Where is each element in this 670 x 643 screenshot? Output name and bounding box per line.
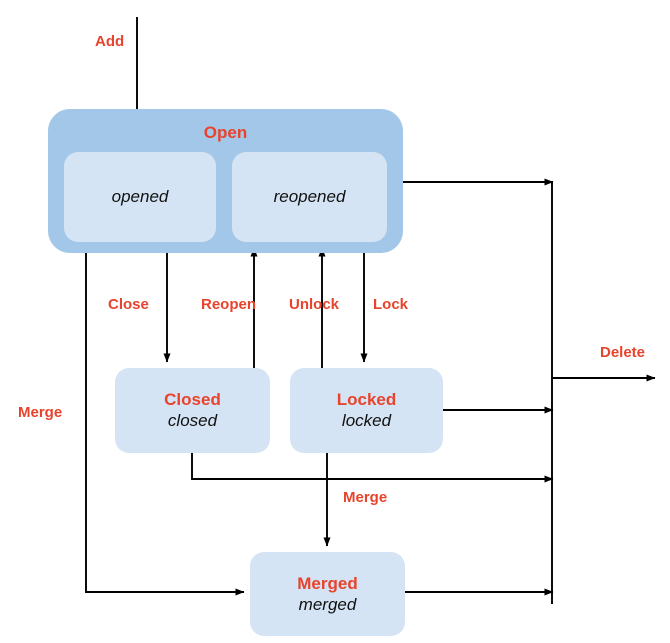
edge-label-lock: Lock — [373, 296, 409, 313]
edge-delete-closed — [191, 453, 554, 483]
state-merged[interactable]: Merged merged — [250, 552, 405, 636]
state-locked-title: Locked — [336, 390, 397, 409]
state-closed-title: Closed — [164, 390, 221, 409]
edge-label-delete: Delete — [600, 344, 646, 361]
group-open-title: Open — [203, 123, 248, 142]
state-closed-sub: closed — [167, 411, 218, 430]
state-locked-sub: locked — [341, 411, 392, 430]
edge-label-reopen: Reopen — [201, 296, 257, 313]
edge-label-add: Add — [95, 33, 125, 50]
state-opened-label: opened — [111, 187, 169, 206]
state-closed[interactable]: Closed closed — [115, 368, 270, 453]
state-reopened-label: reopened — [273, 187, 346, 206]
edge-label-merge-center: Merge — [343, 489, 388, 506]
edge-label-merge-left: Merge — [18, 404, 63, 421]
state-merged-title: Merged — [297, 573, 358, 593]
state-merged-sub: merged — [298, 594, 357, 614]
state-opened[interactable]: opened — [64, 152, 216, 242]
state-locked[interactable]: Locked locked — [290, 368, 443, 453]
edge-label-close: Close — [108, 296, 149, 313]
edge-label-unlock: Unlock — [289, 296, 340, 313]
state-reopened[interactable]: reopened — [232, 152, 387, 242]
